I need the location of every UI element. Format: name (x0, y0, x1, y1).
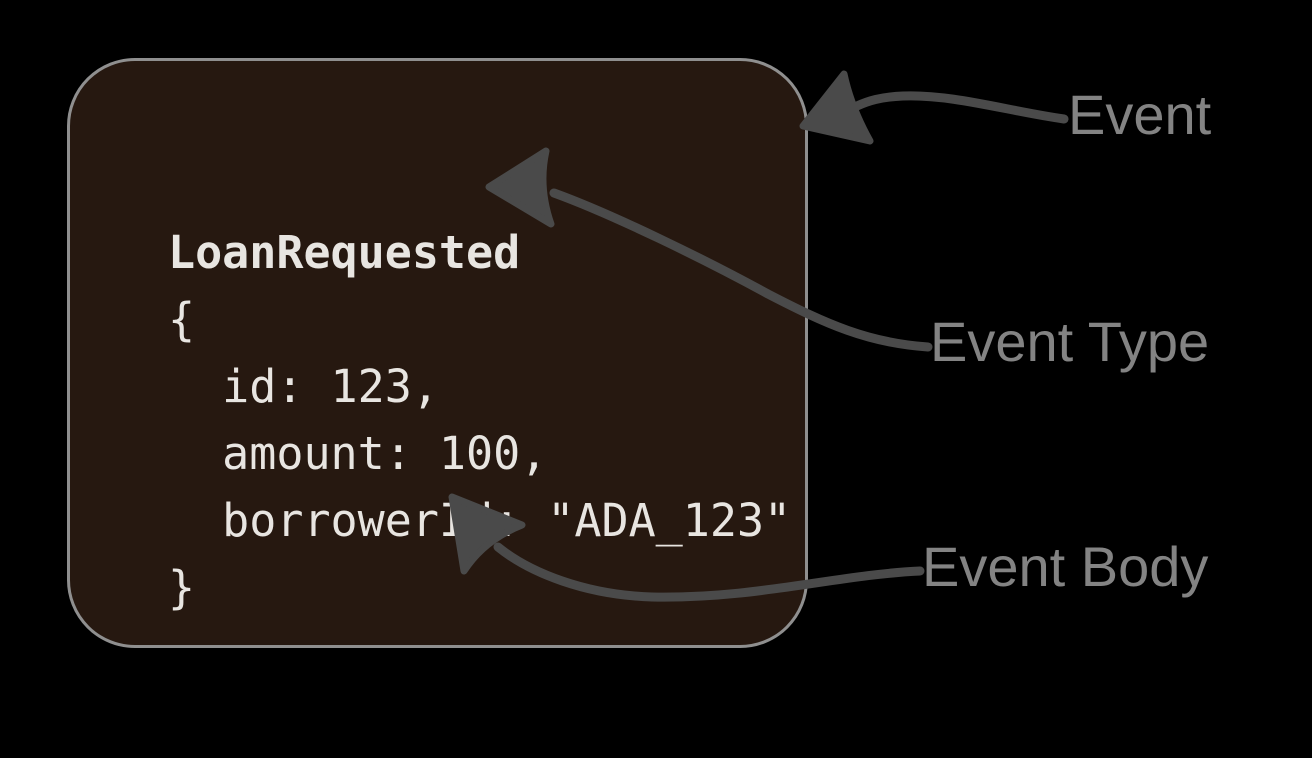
event-card: LoanRequested { id: 123, amount: 100, bo… (67, 58, 808, 648)
event-body-line: amount: 100, (168, 427, 548, 480)
event-body-line: borrowerId: "ADA_123" (168, 494, 792, 547)
event-type-label: Event Type (930, 310, 1210, 373)
event-type-text: LoanRequested (168, 226, 521, 279)
event-body-line: } (168, 561, 196, 614)
event-arrow-icon (799, 70, 1069, 145)
event-code-block: LoanRequested { id: 123, amount: 100, bo… (168, 219, 791, 621)
event-body-label: Event Body (922, 535, 1209, 598)
event-label: Event (1068, 83, 1212, 146)
event-body-line: id: 123, (168, 360, 439, 413)
event-body-line: { (168, 293, 196, 346)
